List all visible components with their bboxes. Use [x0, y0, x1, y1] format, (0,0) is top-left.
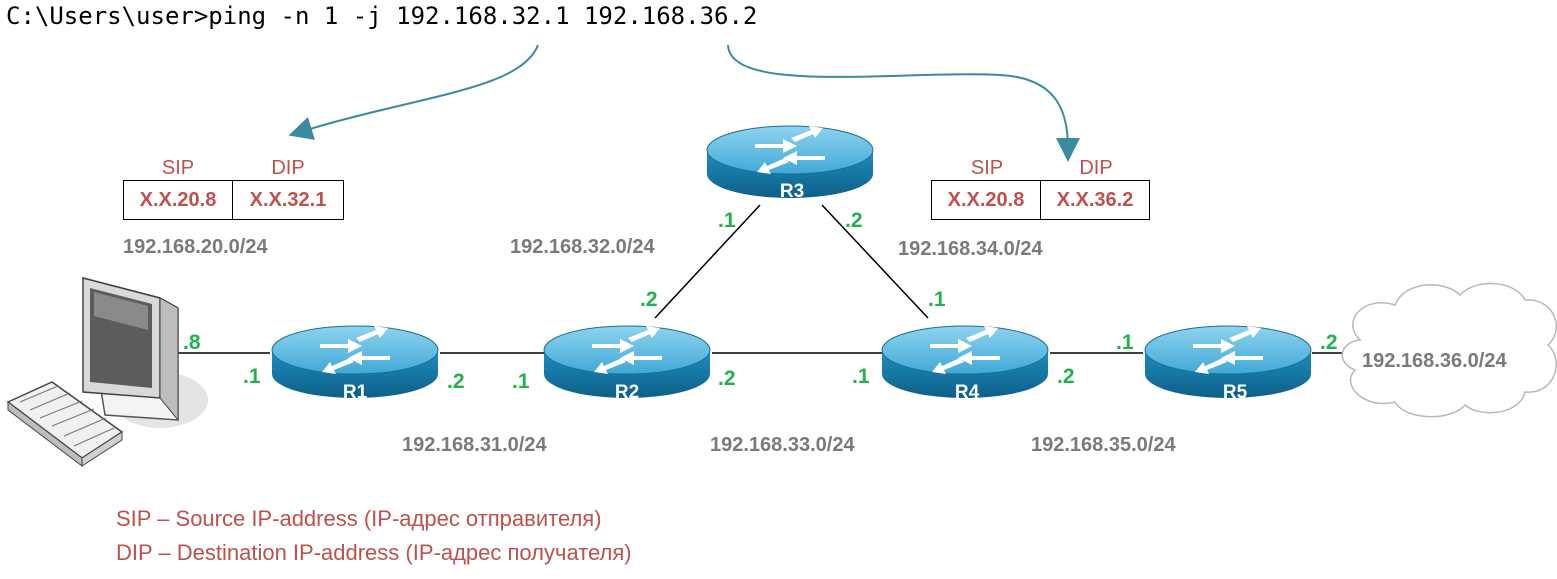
packet-right-dip: X.X.36.2 — [1040, 181, 1149, 219]
packet-left-sip: X.X.20.8 — [139, 188, 217, 211]
network-label-36: 192.168.36.0/24 — [1362, 350, 1507, 372]
router-r1-label: R1 — [342, 382, 368, 403]
iface-r1-left: .1 — [243, 365, 261, 388]
packet-right-sip-header: SIP — [970, 157, 1004, 179]
router-r2-label: R2 — [614, 382, 640, 403]
network-label-32: 192.168.32.0/24 — [510, 236, 655, 258]
link-r3-r4 — [821, 204, 929, 319]
iface-r2-top: .2 — [640, 288, 658, 311]
packet-left-sip-header: SIP — [161, 157, 195, 179]
iface-r2-right: .2 — [718, 367, 736, 390]
network-label-34: 192.168.34.0/24 — [898, 238, 1043, 260]
arrow-to-first-packet — [288, 44, 539, 140]
network-label-20: 192.168.20.0/24 — [123, 236, 268, 258]
router-r5-label: R5 — [1222, 382, 1248, 403]
router-r4-label: R4 — [954, 382, 980, 403]
packet-left-dip: X.X.32.1 — [232, 181, 343, 219]
iface-r4-top: .1 — [928, 288, 946, 311]
iface-r1-right: .2 — [447, 370, 465, 393]
legend-sip: SIP – Source IP-address (IP-адрес отправ… — [116, 506, 602, 531]
network-label-35: 192.168.35.0/24 — [1031, 434, 1176, 456]
iface-r3-right: .2 — [845, 209, 863, 232]
iface-r5-left: .1 — [1116, 331, 1134, 354]
iface-r5-right: .2 — [1320, 331, 1338, 354]
arrow-to-second-packet — [727, 44, 1080, 162]
packet-left-dip-header: DIP — [271, 157, 305, 179]
network-label-33: 192.168.33.0/24 — [710, 434, 855, 456]
pc-icon — [6, 276, 208, 468]
packet-right-sip: X.X.20.8 — [947, 188, 1025, 211]
iface-r2-left: .1 — [512, 370, 530, 393]
network-label-31: 192.168.31.0/24 — [402, 434, 547, 456]
link-r2-r3 — [654, 204, 761, 319]
packet-left: X.X.20.8 X.X.32.1 — [123, 180, 344, 220]
packet-right-dip-header: DIP — [1079, 157, 1113, 179]
iface-r3-left: .1 — [718, 209, 736, 232]
iface-r4-left: .1 — [852, 365, 870, 388]
legend-dip: DIP – Destination IP-address (IP-адрес п… — [116, 540, 632, 565]
router-r3-label: R3 — [779, 181, 805, 202]
iface-r4-right: .2 — [1057, 365, 1075, 388]
iface-pc: .8 — [183, 331, 201, 354]
ping-command: C:\Users\user>ping -n 1 -j 192.168.32.1 … — [6, 2, 758, 30]
packet-right: X.X.20.8 X.X.36.2 — [931, 180, 1150, 220]
cloud-icon — [1341, 282, 1557, 418]
